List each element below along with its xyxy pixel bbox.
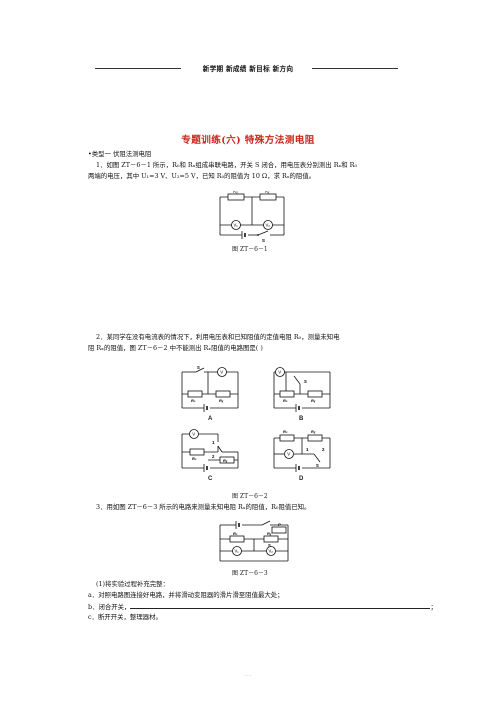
label-v1: V₁ xyxy=(234,223,239,228)
q3-step-b-end: ； xyxy=(430,603,437,611)
label-switch: S xyxy=(262,238,265,243)
label-r0: R₀ xyxy=(233,191,238,194)
q2-line2: 阻 Rₓ的阻值，图 ZT－6－2 中不能测出 Rₓ阻值的电路图是( ) xyxy=(88,344,263,352)
label-contact-2-c: 2 xyxy=(212,454,215,459)
q3-step-c: c．断开开关，整理器材。 xyxy=(88,613,162,621)
header-rule-left xyxy=(95,68,181,69)
q3-step-b-text: b．闭合开关， xyxy=(88,603,131,611)
option-c-label: C xyxy=(208,476,213,482)
q3-sub1: (1)将实验过程补充完整： xyxy=(96,580,169,588)
figure-caption-2: 图 ZT－6－2 xyxy=(232,493,268,500)
label-switch-d: S xyxy=(316,463,319,468)
resistor-r0 xyxy=(227,193,245,201)
label-switch-a: S xyxy=(197,365,200,370)
label-switch-3: S xyxy=(268,543,271,548)
circuit-d: R₀ Rₓ V 1 2 S xyxy=(273,429,331,472)
label-r0-d: R₀ xyxy=(283,429,288,434)
q1-line2: 两端的电压，其中 U₁=3 V、U₂=5 V，已知 R₀的阻值为 10 Ω，求 … xyxy=(88,172,316,180)
circuit-a: S V R₀ Rₓ xyxy=(181,365,239,412)
voltmeter-v1 xyxy=(231,220,241,230)
q3-line1: 3．用如图 ZT－6－3 所示的电路来测量未知电阻 Rₓ的阻值，R₀阻值已知。 xyxy=(96,503,311,511)
page-title: 专题训练(六) 特殊方法测电阻 xyxy=(181,135,315,146)
label-v-b: V xyxy=(278,370,281,375)
header-rule-right xyxy=(312,68,398,69)
label-v2: V₂ xyxy=(266,223,271,228)
label-switch-b: S xyxy=(304,379,307,384)
figure-caption-1: 图 ZT－6－1 xyxy=(232,246,268,253)
label-r0-b: R₀ xyxy=(283,398,288,403)
q3-answer-blank[interactable] xyxy=(130,602,431,609)
voltmeter-v2 xyxy=(263,220,273,230)
label-v-a: V xyxy=(220,370,223,375)
header-slogan: 新学期 新成绩 新目标 新方向 xyxy=(202,65,294,73)
label-rx-b: Rₓ xyxy=(311,398,316,403)
label-rx-3: Rₓ xyxy=(267,531,272,536)
label-v1-3: V₁ xyxy=(235,549,240,554)
label-r0-a: R₀ xyxy=(191,398,196,403)
section-heading: •类型一 伏阻法测电阻 xyxy=(88,150,152,158)
label-contact-1-d: 1 xyxy=(306,447,309,452)
label-v-d: V xyxy=(287,452,290,457)
label-rx-a: Rₓ xyxy=(219,398,224,403)
option-a-label: A xyxy=(208,416,213,422)
circuit-figure-1: R₀ Rₓ V₁ V₂ S xyxy=(219,191,285,243)
q1-line1: 1．如图 ZT－6－1 所示，R₀和 Rₓ组成串联电路，开关 S 闭合，用电压表… xyxy=(96,161,358,169)
page-footer: · · · xyxy=(244,674,252,679)
q3-step-a: a．对照电路图连接好电路，并将滑动变阻器的滑片滑至阻值最大处； xyxy=(88,591,284,599)
circuit-figure-3: P S R₀ Rₓ V₁ V₂ xyxy=(219,520,289,562)
label-rx-c: Rₓ xyxy=(223,458,228,463)
label-slider-p: P xyxy=(278,522,281,527)
circuit-b: V S R₀ Rₓ xyxy=(273,367,331,412)
label-contact-2-d: 2 xyxy=(322,447,325,452)
label-r0-c: R₀ xyxy=(192,456,197,461)
q2-line1: 2．某同学在没有电流表的情况下，利用电压表和已知阻值的定值电阻 R₀，测量未知电 xyxy=(96,333,340,341)
label-contact-1-c: 1 xyxy=(212,440,215,445)
switch-blade xyxy=(257,230,269,236)
option-b-label: B xyxy=(299,416,304,422)
figure-caption-3: 图 ZT－6－3 xyxy=(232,570,268,577)
circuit-c: V 1 2 R₀ Rₓ xyxy=(181,429,239,472)
label-v2-3: V₂ xyxy=(269,549,274,554)
label-v-c: V xyxy=(192,432,195,437)
q3-step-b: b．闭合开关， ； xyxy=(88,602,437,612)
label-rx: Rₓ xyxy=(265,191,270,194)
label-rx-d: Rₓ xyxy=(311,429,316,434)
option-d-label: D xyxy=(299,476,304,482)
label-r0-3: R₀ xyxy=(233,531,238,536)
resistor-rx xyxy=(259,193,277,201)
